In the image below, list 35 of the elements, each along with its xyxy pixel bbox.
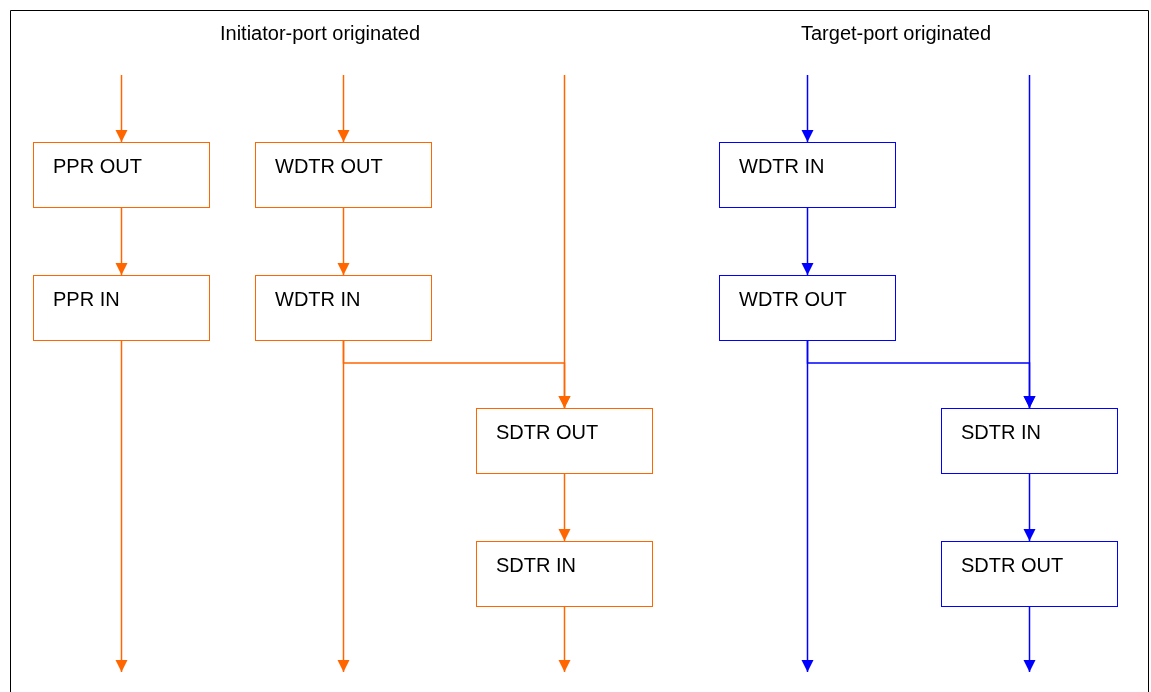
arrow xyxy=(1023,473,1036,542)
process-box xyxy=(719,275,896,341)
process-box xyxy=(719,142,896,208)
process-box xyxy=(33,275,210,341)
process-box xyxy=(255,275,432,341)
process-box xyxy=(476,541,653,607)
arrow xyxy=(558,606,571,673)
arrow xyxy=(337,74,350,143)
arrow xyxy=(558,473,571,542)
arrow xyxy=(806,340,1036,409)
column-heading: Target-port originated xyxy=(801,22,992,45)
process-box xyxy=(476,408,653,474)
box-label: PPR IN xyxy=(53,288,120,310)
arrow xyxy=(115,74,128,143)
column-heading: Initiator-port originated xyxy=(220,22,421,45)
box-label: WDTR IN xyxy=(275,288,361,310)
arrow xyxy=(337,207,350,276)
process-box xyxy=(255,142,432,208)
box-label: SDTR OUT xyxy=(961,554,1064,576)
box-label: WDTR IN xyxy=(739,155,825,177)
box-label: SDTR IN xyxy=(496,554,576,576)
box-label: PPR OUT xyxy=(53,155,142,177)
process-box xyxy=(33,142,210,208)
arrow xyxy=(115,340,128,673)
arrow xyxy=(1023,606,1036,673)
arrow xyxy=(801,74,814,143)
arrow xyxy=(801,207,814,276)
box-label: SDTR IN xyxy=(961,421,1041,443)
box-label: SDTR OUT xyxy=(496,421,599,443)
arrow xyxy=(115,207,128,276)
process-box xyxy=(941,541,1118,607)
box-label: WDTR OUT xyxy=(275,155,383,177)
box-label: WDTR OUT xyxy=(739,288,847,310)
arrow xyxy=(342,340,571,409)
process-box xyxy=(941,408,1118,474)
